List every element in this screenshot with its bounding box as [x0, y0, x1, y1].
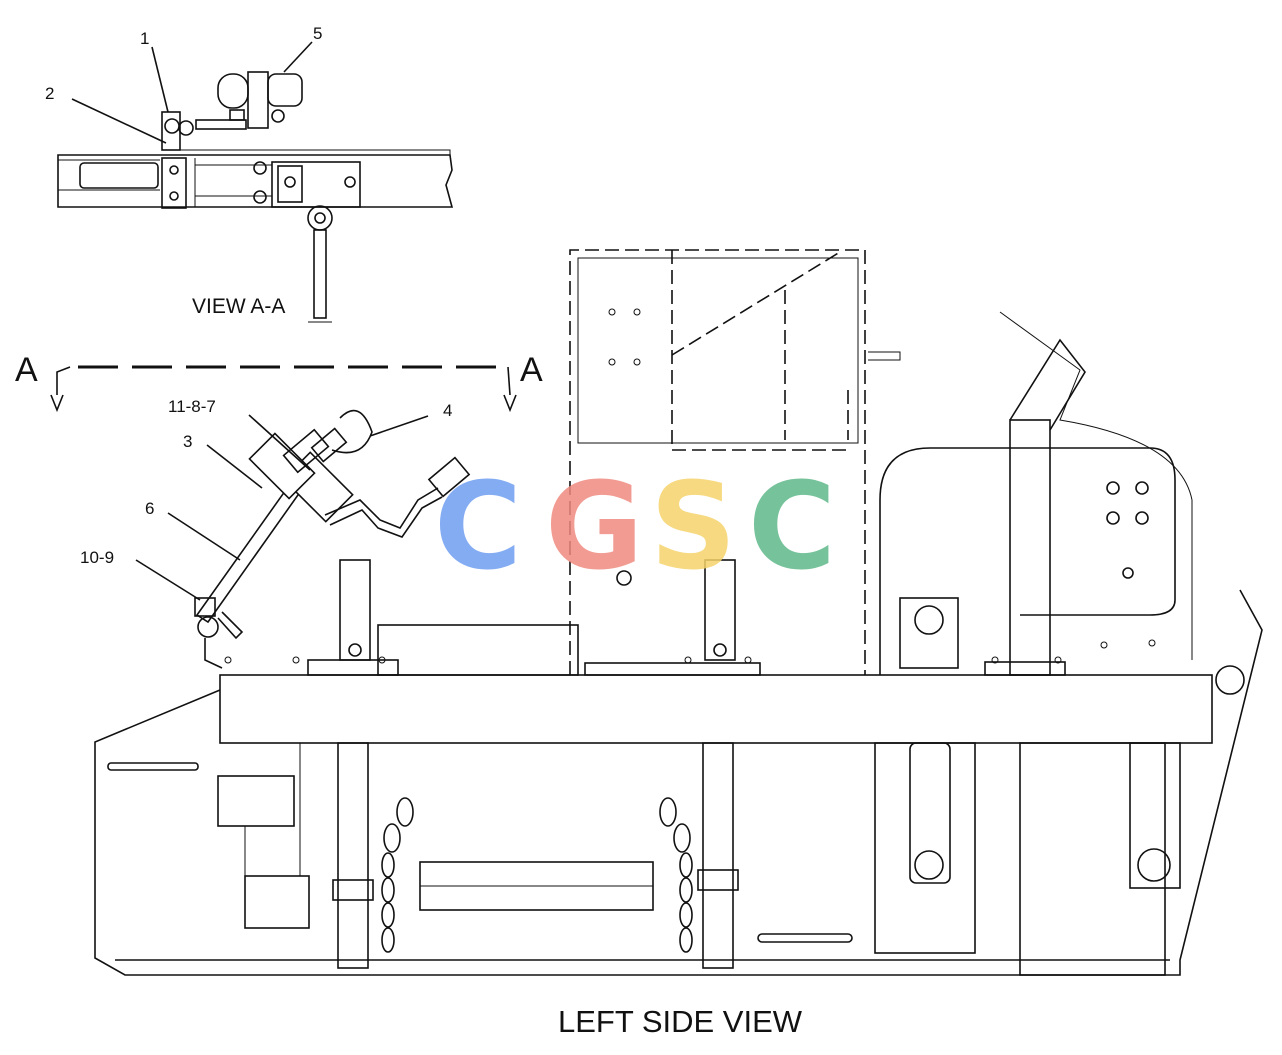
watermark-letter-4: C	[748, 458, 836, 597]
callout-1: 1	[140, 29, 149, 48]
chain-left	[381, 797, 414, 953]
callout-2: 2	[45, 84, 54, 103]
section-marker-right: A	[520, 351, 543, 389]
callout-10-9: 10-9	[80, 548, 114, 567]
callout-6: 6	[145, 499, 154, 518]
callout-3: 3	[183, 432, 192, 451]
watermark-logo: C G S C	[434, 458, 836, 597]
watermark-letter-1: C	[434, 458, 522, 597]
left-side-view-assembly	[94, 249, 1263, 976]
section-marker-left: A	[15, 351, 38, 389]
left-side-view-label: LEFT SIDE VIEW	[558, 1004, 803, 1039]
view-a-a-label: VIEW A-A	[192, 295, 285, 318]
callout-4: 4	[443, 401, 452, 420]
work-light-assembly	[194, 409, 471, 669]
callout-5: 5	[313, 24, 322, 43]
section-line-a-a	[50, 365, 517, 413]
watermark-letter-3: S	[650, 458, 736, 597]
callout-11-8-7: 11-8-7	[168, 397, 216, 416]
chain-right	[659, 797, 693, 953]
view-a-a-detail	[57, 41, 454, 323]
watermark-letter-2: G	[545, 458, 644, 597]
